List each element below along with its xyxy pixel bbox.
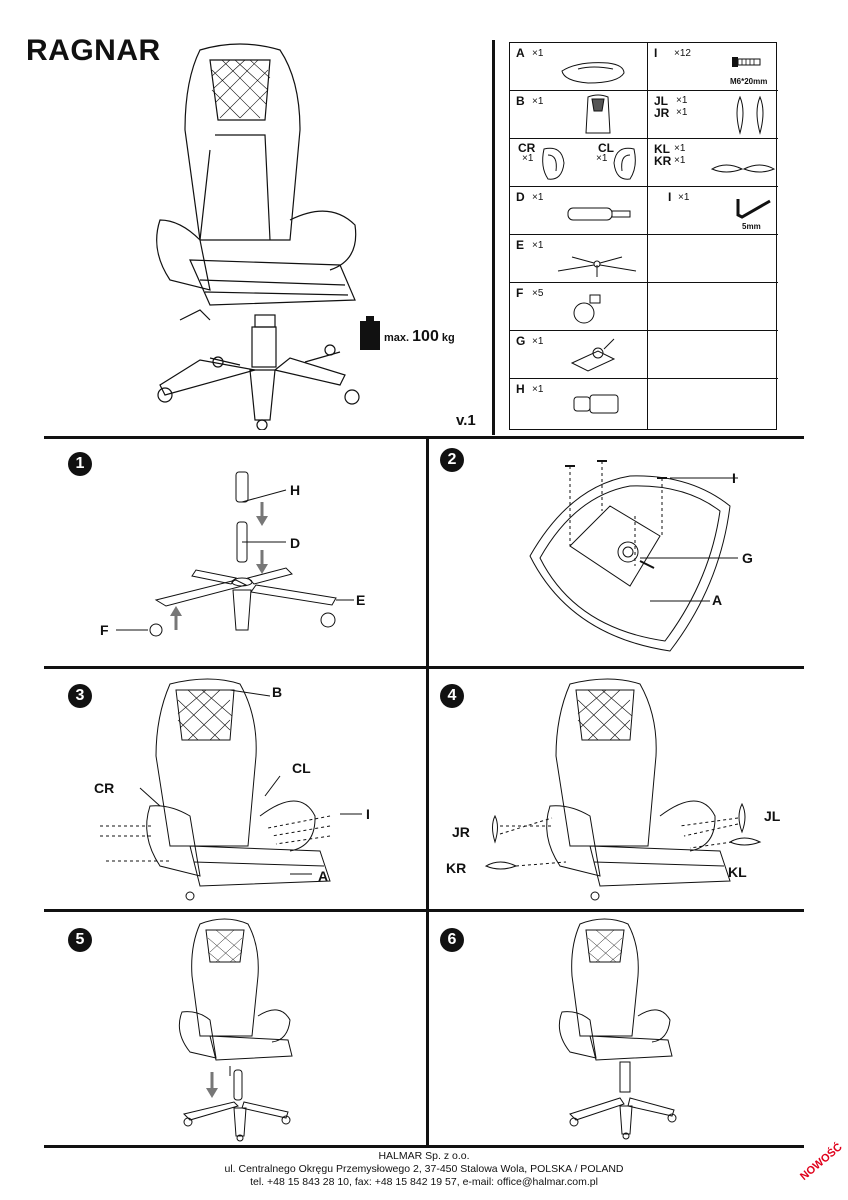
chair-illustration: [156, 43, 360, 430]
step2-diagram: [529, 460, 738, 652]
armrest-pad-icon: [710, 164, 776, 173]
screw-icon: [732, 57, 761, 67]
callout-label: A: [712, 592, 723, 608]
callout-label: F: [100, 622, 109, 638]
armrest-left-icon: [613, 147, 636, 180]
allen-key-icon: [736, 199, 771, 219]
part-cell-a: A ×1: [510, 43, 648, 91]
new-badge: NOWOŚĆ: [798, 1141, 845, 1183]
divider-vertical-steps: [426, 436, 429, 1146]
callout-label: D: [290, 535, 301, 551]
max-load-prefix: max.: [384, 332, 410, 344]
part-cell-b: B ×1: [510, 91, 648, 139]
mechanism-icon: [570, 338, 616, 372]
step5-diagram: [178, 918, 293, 1142]
step-number: 4: [440, 684, 464, 708]
callout-label: G: [742, 550, 753, 566]
part-cell-e: E ×1: [510, 235, 648, 283]
part-cell-i-screws: I ×12 M6*20mm: [648, 43, 778, 91]
company-address: ul. Centralnego Okręgu Przemysłowego 2, …: [224, 1163, 624, 1175]
callout-label: E: [356, 592, 366, 608]
product-title: RAGNAR: [26, 34, 161, 67]
callout-label: KR: [446, 860, 467, 876]
divider-horizontal: [44, 666, 804, 669]
seat-part-icon: [561, 62, 625, 84]
divider-horizontal: [44, 436, 804, 439]
step1-diagram: [116, 471, 354, 637]
step3-diagram: [100, 678, 362, 901]
armrest-cover-icon: [736, 95, 764, 135]
part-cell-g: G ×1: [510, 331, 648, 379]
part-cell-d: D ×1: [510, 187, 648, 235]
part-cell-cr-cl: CR ×1 CL ×1: [510, 139, 648, 187]
part-cell-allen-key: I ×1 5mm: [648, 187, 778, 235]
callout-label: KL: [728, 864, 747, 880]
part-cell-f: F ×5: [510, 283, 648, 331]
step6-diagram: [558, 918, 677, 1140]
callout-label: CR: [94, 780, 115, 796]
part-cell-empty: [648, 379, 778, 429]
callout-label: B: [272, 684, 283, 700]
gas-lift-icon: [567, 207, 631, 221]
backrest-part-icon: [585, 94, 611, 134]
part-cell-h: H ×1: [510, 379, 648, 429]
part-cell-empty: [648, 235, 778, 283]
divider-horizontal: [44, 1145, 804, 1148]
part-cell-kl-kr: KL ×1 KR ×1: [648, 139, 778, 187]
weight-icon: [360, 316, 380, 350]
telescope-cover-icon: [573, 394, 619, 414]
armrest-right-icon: [542, 147, 565, 180]
step-number: 1: [68, 452, 92, 476]
company-name: HALMAR Sp. z o.o.: [378, 1150, 470, 1162]
part-cell-empty: [648, 331, 778, 379]
step-number: 3: [68, 684, 92, 708]
parts-table: A ×1 I ×12 M6*20mm B ×1 JL ×1 JR ×1: [509, 42, 778, 430]
max-load: max. 100 kg: [360, 316, 470, 350]
step4-diagram: [484, 678, 762, 901]
callout-label: CL: [292, 760, 311, 776]
step-number: 2: [440, 448, 464, 472]
part-cell-jl-jr: JL ×1 JR ×1: [648, 91, 778, 139]
max-load-value: 100: [412, 328, 439, 345]
callout-label: H: [290, 482, 301, 498]
divider-horizontal: [44, 909, 804, 912]
caster-icon: [573, 294, 601, 324]
part-cell-empty: [648, 283, 778, 331]
callout-label: JL: [764, 808, 781, 824]
step-number: 5: [68, 928, 92, 952]
callout-label: JR: [452, 824, 470, 840]
company-footer: HALMAR Sp. z o.o. ul. Centralnego Okręgu…: [44, 1150, 804, 1189]
divider-vertical-top: [492, 40, 495, 435]
callout-label: I: [732, 470, 736, 486]
step-number: 6: [440, 928, 464, 952]
base-star-icon: [557, 256, 637, 277]
version-label: v.1: [456, 412, 476, 429]
company-contact: tel. +48 15 843 28 10, fax: +48 15 842 1…: [250, 1176, 598, 1188]
callout-label: I: [366, 806, 370, 822]
callout-label: A: [318, 868, 329, 884]
max-load-unit: kg: [441, 332, 455, 344]
